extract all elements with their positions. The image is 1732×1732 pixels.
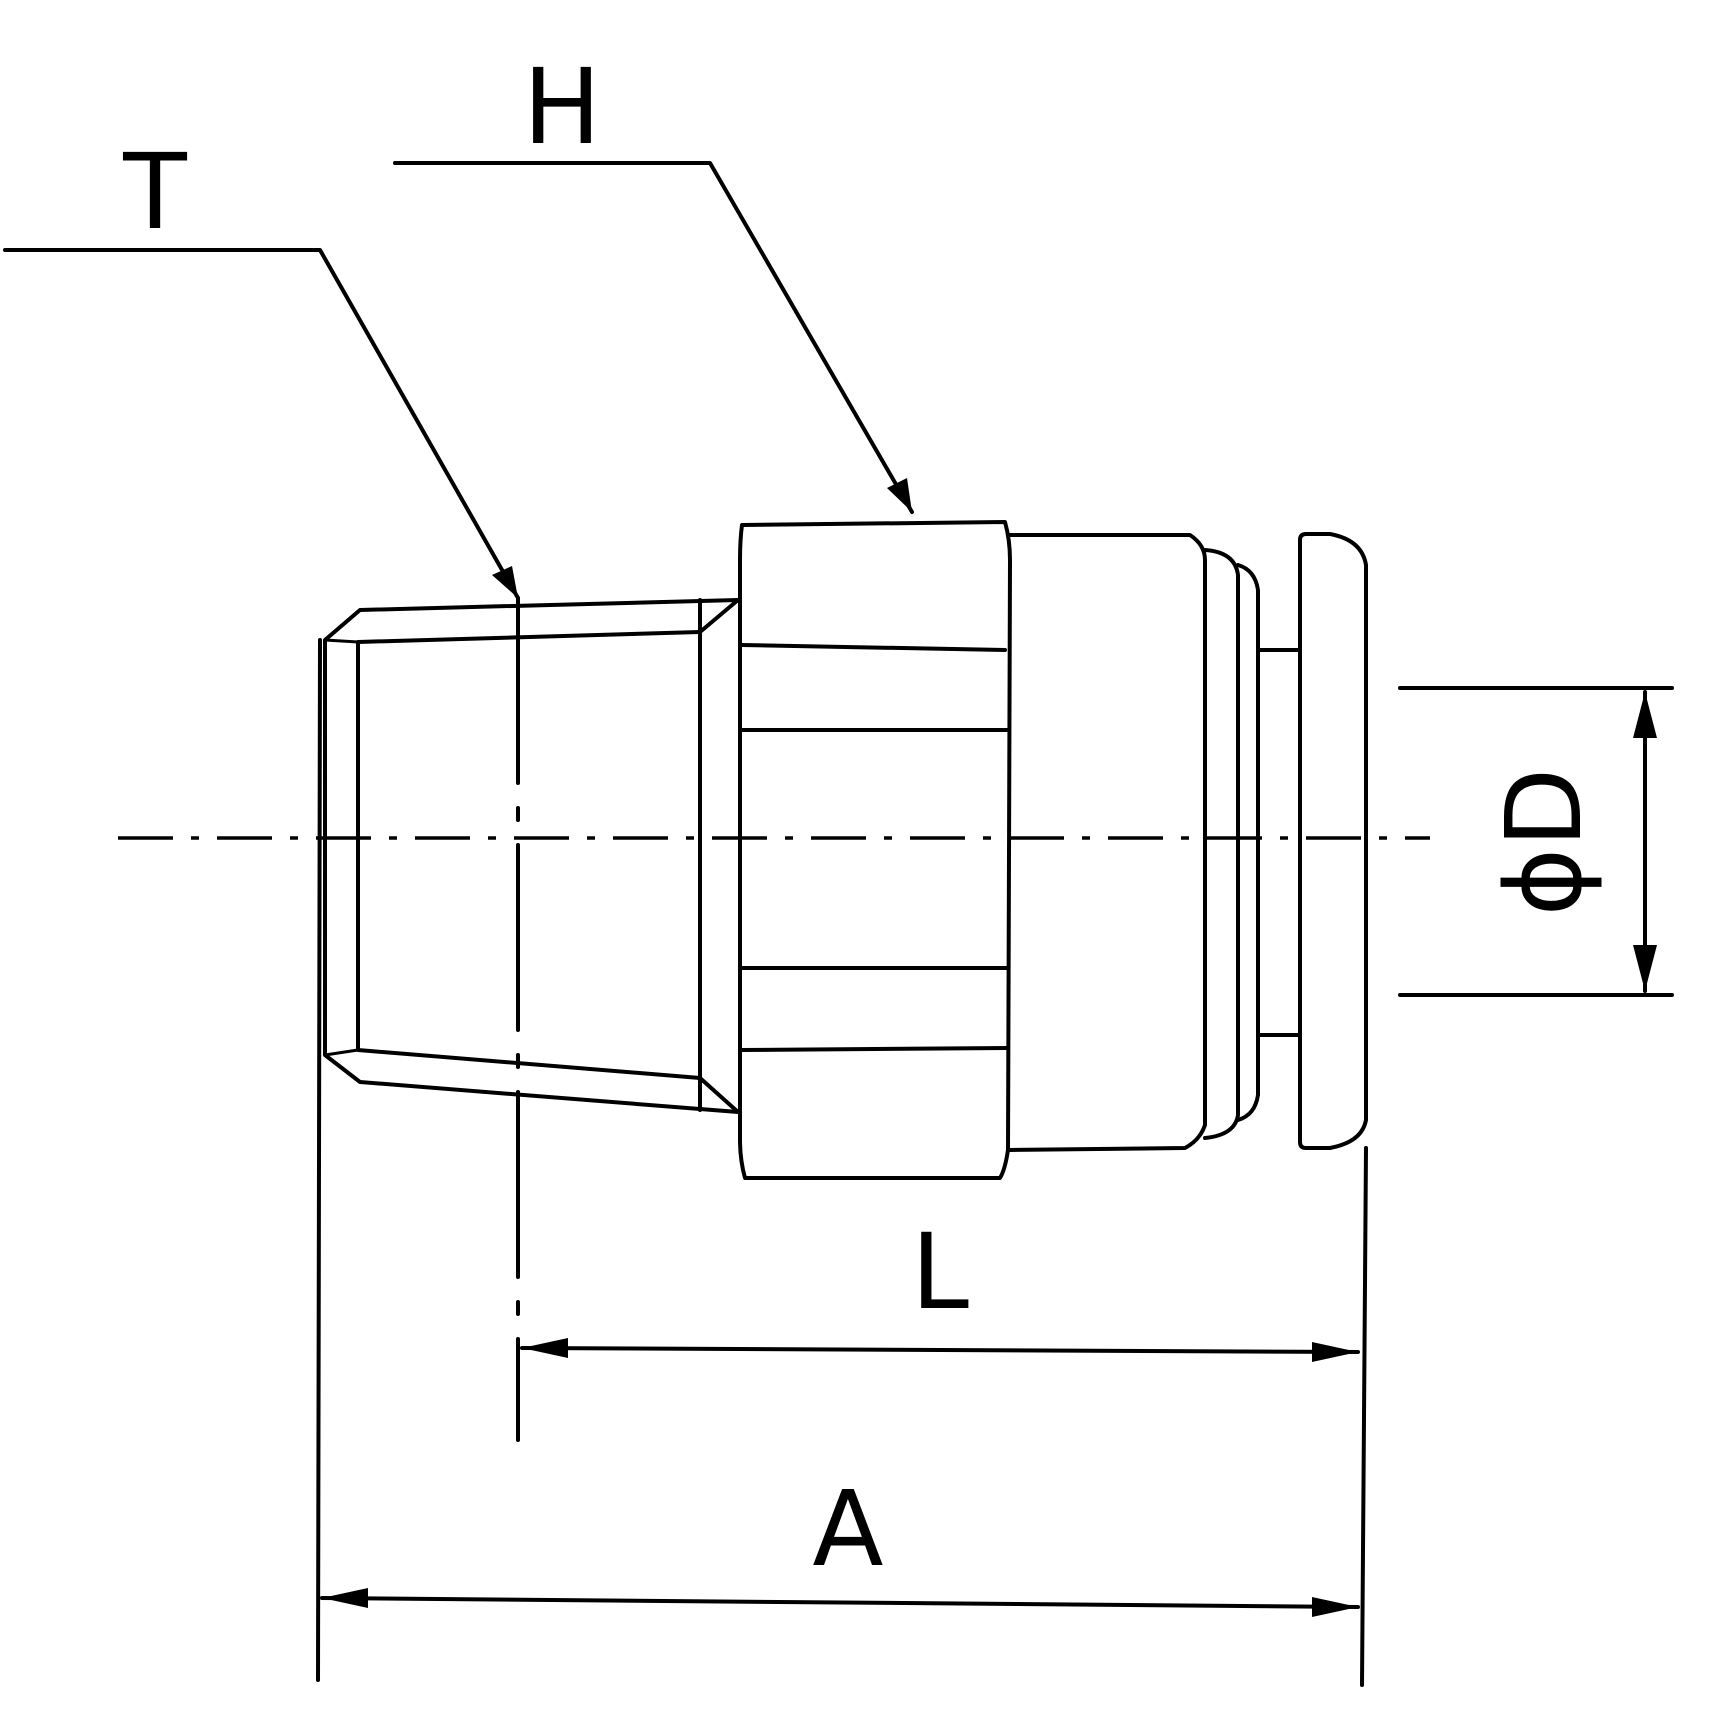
dimension-a: [320, 1588, 1360, 1617]
extension-line-left: [316, 638, 322, 1682]
label-t: T: [122, 131, 187, 253]
release-ring: [1298, 532, 1368, 1150]
leader-h: [393, 161, 914, 514]
fitting-body: [1008, 533, 1302, 1152]
label-phi-d: ϕD: [1483, 768, 1605, 917]
label-a: A: [812, 1468, 883, 1590]
label-h: H: [523, 46, 601, 168]
label-l: L: [911, 1211, 969, 1333]
dimension-phi-d: [1398, 686, 1674, 997]
threaded-end: [323, 598, 740, 1114]
dimension-l: [520, 1338, 1360, 1362]
extension-line-right: [1360, 1146, 1368, 1687]
hex-nut: [738, 520, 1012, 1180]
leader-t: [3, 248, 520, 600]
